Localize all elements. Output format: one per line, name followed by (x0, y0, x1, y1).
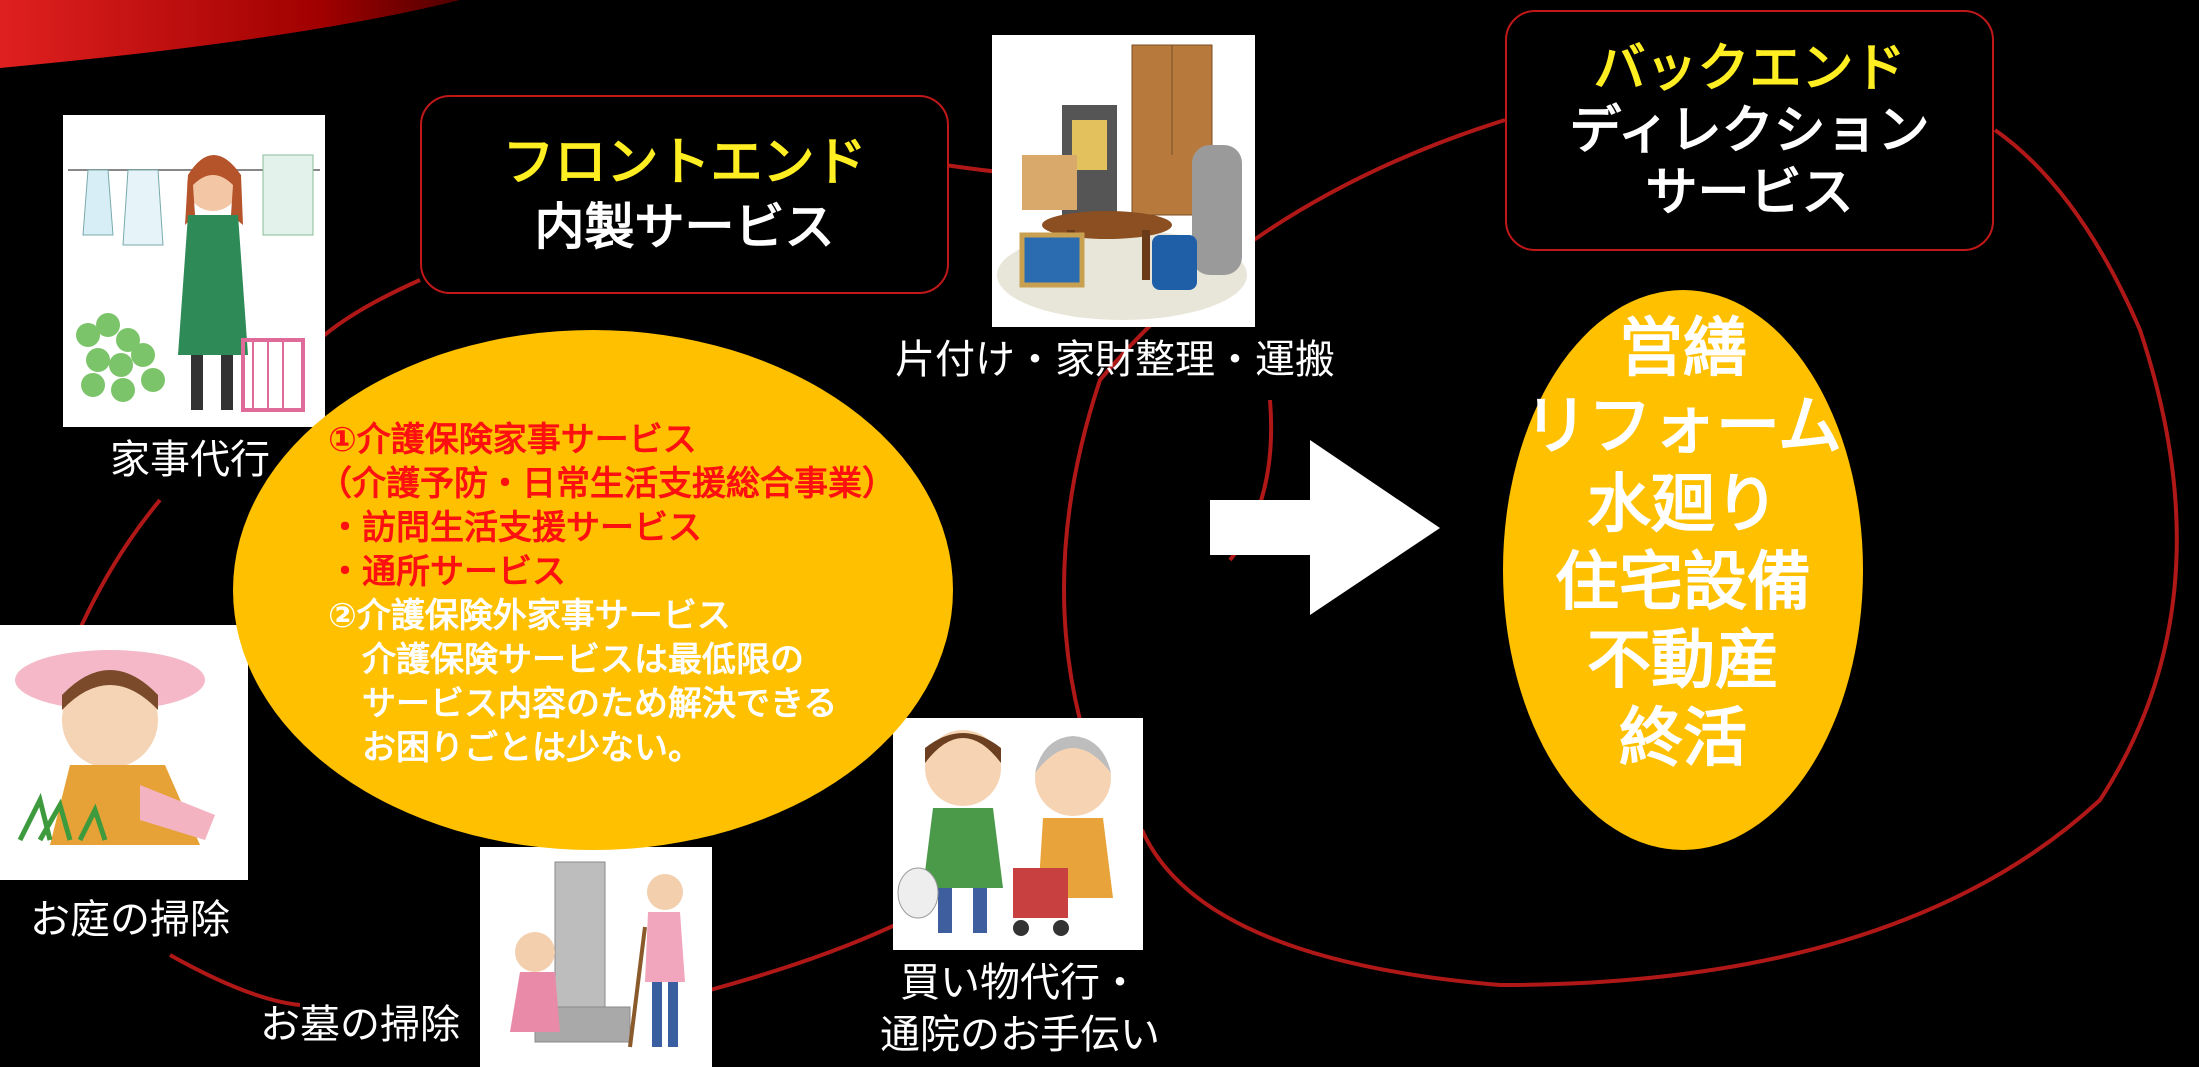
front-list-item-2: （介護予防・日常生活支援総合事業） (318, 464, 896, 504)
back-item-1: 営繕 (1619, 312, 1747, 386)
front-services-ellipse (233, 330, 953, 850)
tidying-label: 片付け・家財整理・運搬 (895, 337, 1335, 383)
back-end-line3: サービス (1645, 162, 1854, 223)
grave-illustration (480, 847, 712, 1067)
housework-label: 家事代行 (110, 437, 270, 483)
corner-swoosh (0, 0, 460, 68)
shopping-illustration (893, 718, 1143, 950)
back-end-box: バックエンド ディレクション サービス (1505, 10, 1994, 251)
front-list-item-5: ②介護保険外家事サービス (328, 596, 731, 636)
back-item-6: 終活 (1619, 702, 1747, 776)
back-end-title: バックエンド (1593, 38, 1906, 99)
grave-label: お墓の掃除 (260, 1002, 460, 1048)
garden-illustration (0, 625, 248, 880)
garden-label: お庭の掃除 (30, 897, 230, 943)
front-end-title: フロントエンド (502, 132, 867, 193)
shopping-label-line1: 買い物代行・ (900, 960, 1140, 1006)
front-end-subtitle: 内製サービス (534, 197, 835, 256)
back-end-line2: ディレクション (1569, 100, 1930, 161)
tidying-illustration (992, 35, 1255, 327)
front-list-item-6: 介護保険サービスは最低限の (362, 640, 804, 680)
front-end-box: フロントエンド 内製サービス (420, 95, 949, 294)
shopping-label-line2: 通院のお手伝い (880, 1012, 1160, 1058)
housework-illustration (63, 115, 325, 427)
back-item-2: リフォーム (1523, 390, 1843, 464)
front-list-item-3: ・訪問生活支援サービス (328, 508, 702, 548)
front-list-item-8: お困りごとは少ない。 (362, 728, 702, 768)
front-list-item-7: サービス内容のため解決できる (362, 684, 838, 724)
back-item-3: 水廻り (1587, 468, 1779, 542)
back-item-5: 不動産 (1587, 624, 1779, 698)
right-arrow-icon (1210, 440, 1440, 615)
back-item-4: 住宅設備 (1555, 546, 1811, 620)
front-list-item-4: ・通所サービス (328, 552, 566, 592)
front-list-item-1: ①介護保険家事サービス (328, 420, 697, 460)
back-services-circle (1503, 290, 1863, 850)
